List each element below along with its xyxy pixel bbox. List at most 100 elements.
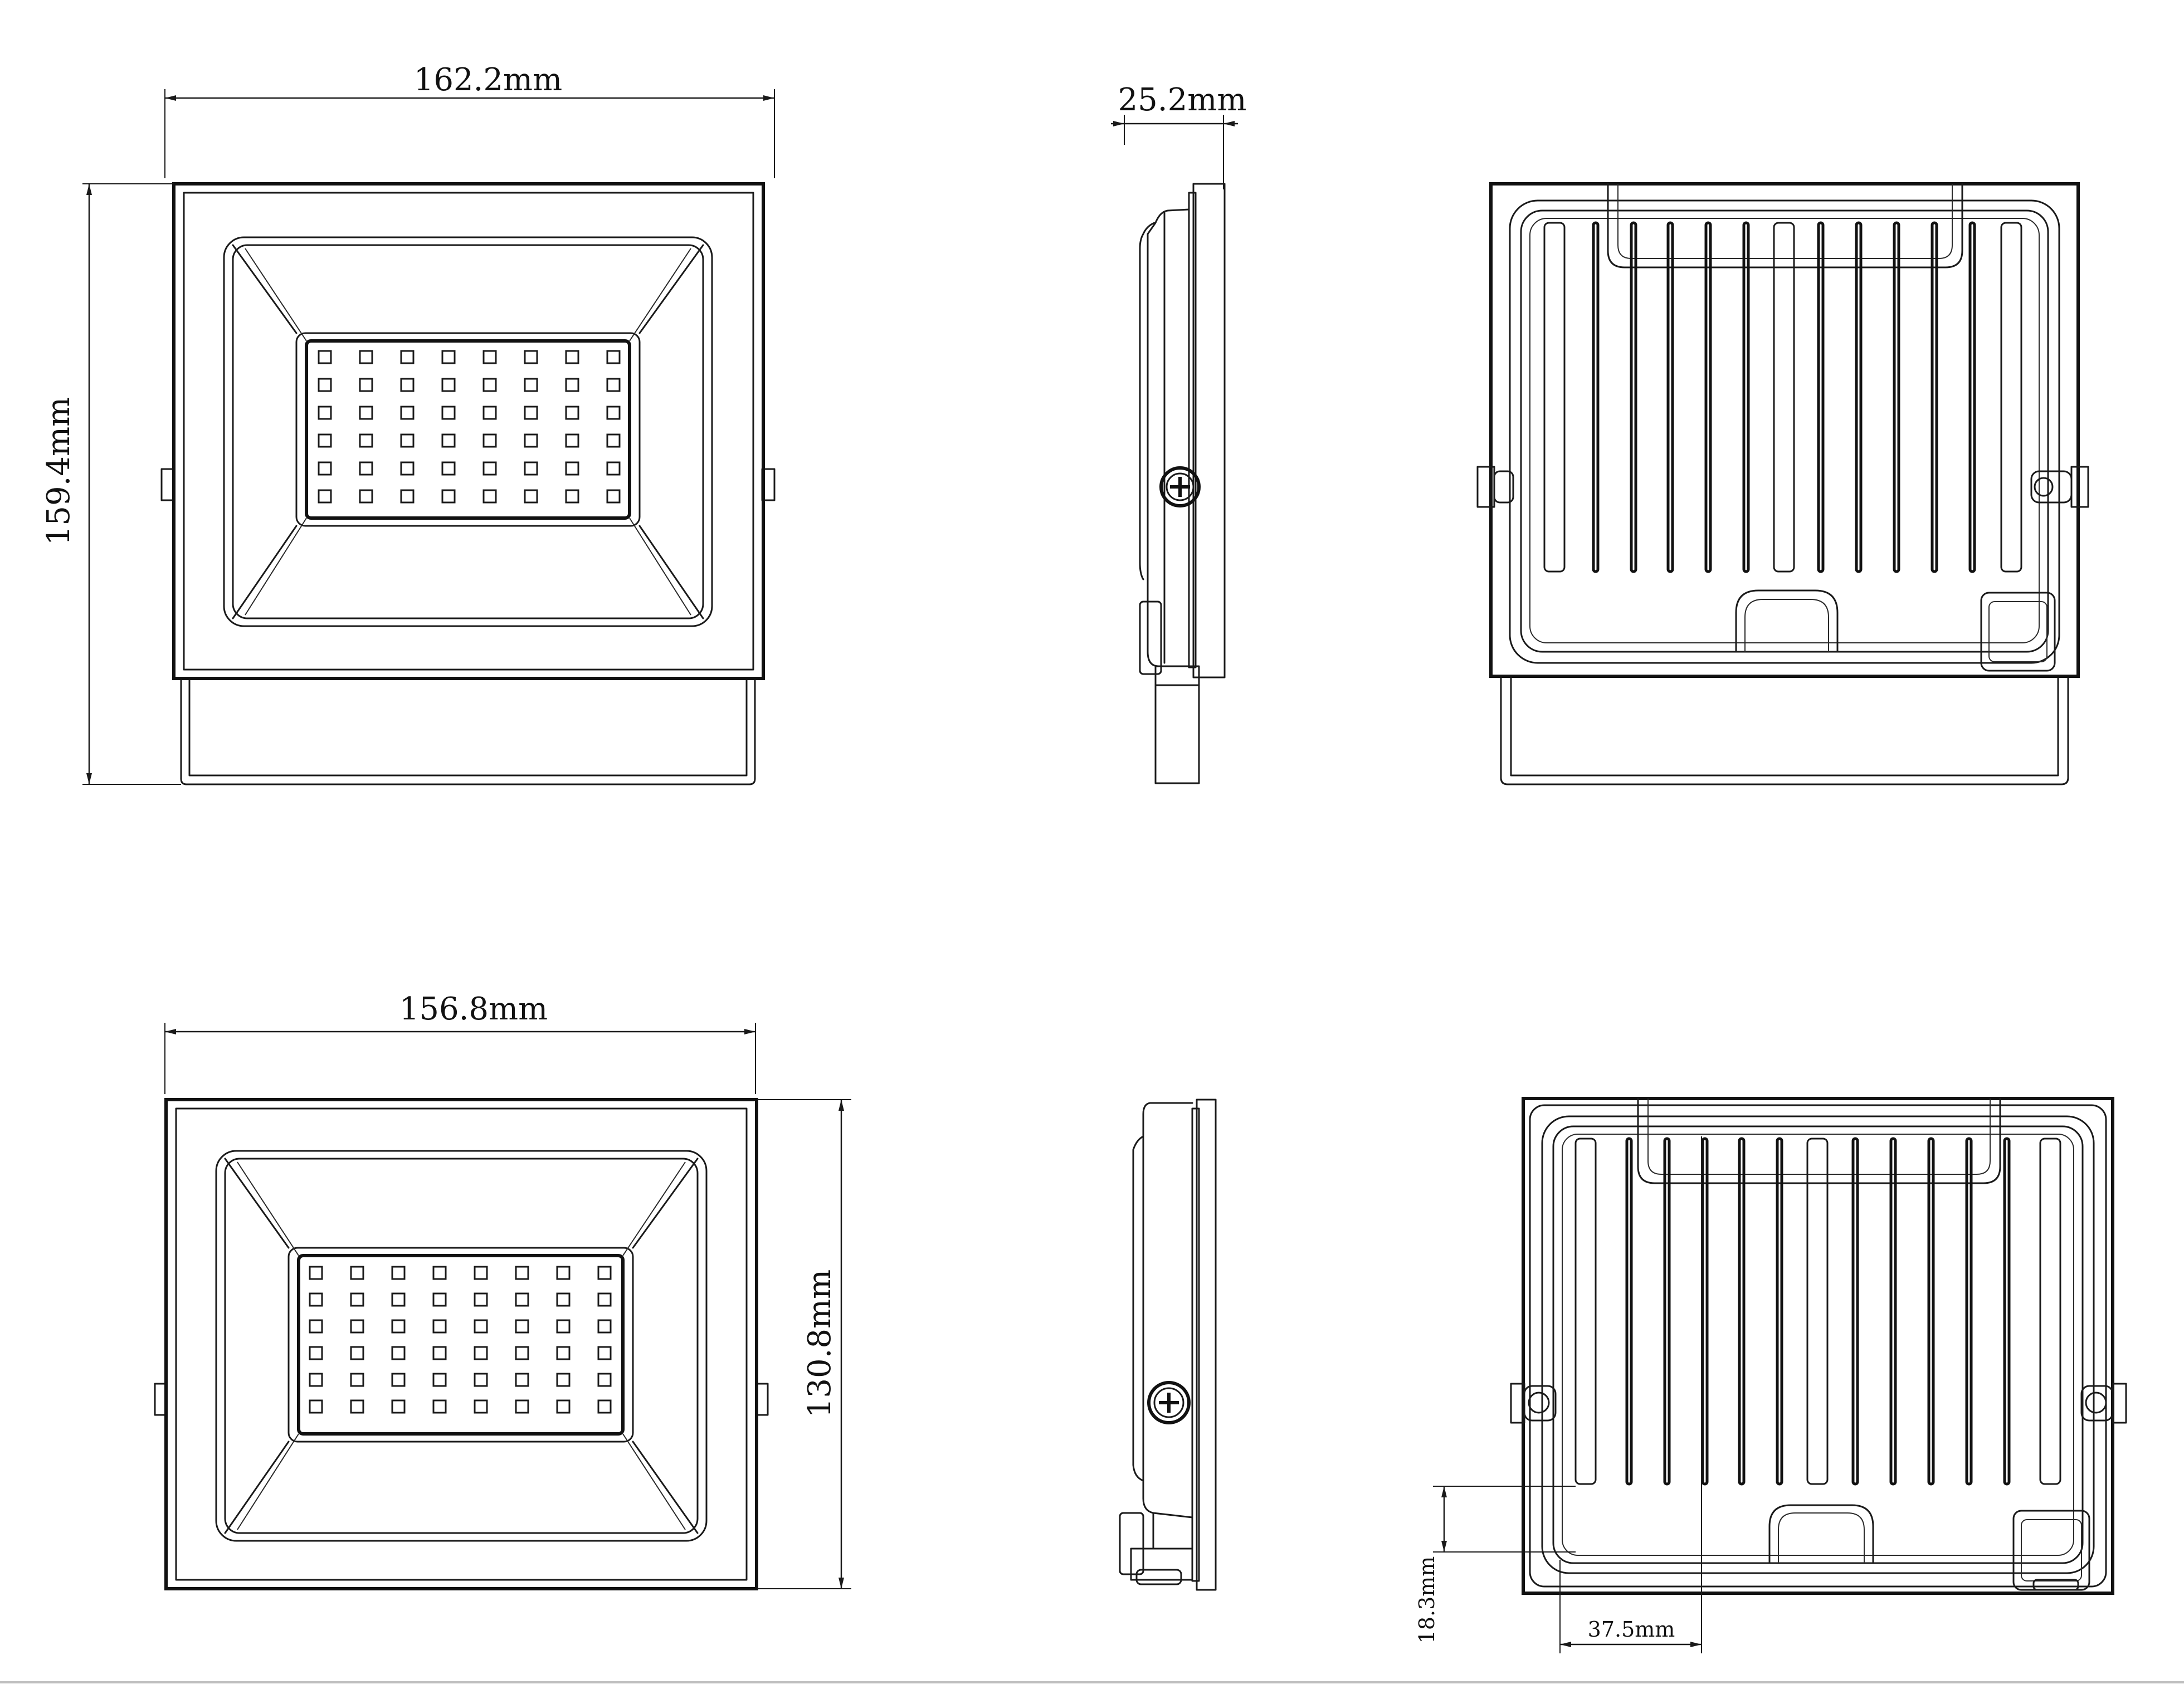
dim-label-bottom-height: 130.8mm [802, 1270, 838, 1418]
heatsink-fin [1592, 221, 1600, 573]
heatsink-fin [1930, 221, 1938, 573]
led-chip [515, 1319, 529, 1334]
led-chip [597, 1319, 612, 1334]
led-chip [309, 1319, 323, 1334]
led-chip [400, 461, 415, 476]
led-chip [565, 461, 579, 476]
dimension-bottom-back-vertical: 18.3mm [1415, 1486, 1576, 1643]
led-chip [432, 1399, 447, 1414]
led-chip [556, 1266, 571, 1280]
led-chip [606, 378, 621, 392]
led-chip [606, 350, 621, 364]
led-chip [441, 433, 456, 448]
led-chip [309, 1399, 323, 1414]
heatsink-channel [2000, 222, 2022, 573]
side-view-top [1139, 183, 1226, 784]
led-chip [350, 1399, 364, 1414]
side-view-bottom [1119, 1099, 1217, 1591]
led-chip [524, 461, 538, 476]
dimension-top-front-width: 162.2mm [164, 62, 775, 178]
led-chip [391, 1292, 406, 1307]
led-chip [400, 433, 415, 448]
led-chip [309, 1373, 323, 1387]
led-chip [432, 1346, 447, 1360]
heatsink-channel [1543, 222, 1566, 573]
led-chip [524, 350, 538, 364]
heatsink-fin [1666, 221, 1674, 573]
led-chip [318, 461, 332, 476]
led-chip [359, 350, 373, 364]
dim-label-bottom-width: 156.8mm [399, 991, 548, 1027]
led-chip [482, 378, 497, 392]
led-array-top [318, 350, 621, 504]
heatsink-fins-top [1543, 221, 2022, 573]
led-chip [350, 1346, 364, 1360]
led-chip [309, 1346, 323, 1360]
led-chip [474, 1266, 488, 1280]
led-chip [524, 489, 538, 504]
led-chip [441, 489, 456, 504]
led-chip [350, 1373, 364, 1387]
led-chip [432, 1266, 447, 1280]
heatsink-fin [1855, 221, 1863, 573]
heatsink-fin [1968, 221, 1976, 573]
led-chip [482, 406, 497, 420]
led-chip [432, 1319, 447, 1334]
led-chip [556, 1399, 571, 1414]
heatsink-fin [1851, 1137, 1859, 1486]
led-chip [482, 461, 497, 476]
led-chip [350, 1266, 364, 1280]
led-chip [524, 433, 538, 448]
led-chip [400, 406, 415, 420]
led-chip [432, 1373, 447, 1387]
heatsink-fin [1817, 221, 1825, 573]
led-chip [318, 378, 332, 392]
led-chip [441, 350, 456, 364]
led-chip [400, 378, 415, 392]
led-chip [391, 1346, 406, 1360]
led-chip [359, 378, 373, 392]
led-chip [565, 350, 579, 364]
led-chip [441, 378, 456, 392]
led-chip [524, 406, 538, 420]
dimension-top-front-height: 159.4mm [41, 183, 181, 785]
led-chip [474, 1399, 488, 1414]
heatsink-fin [1701, 1137, 1709, 1486]
heatsink-fin [1630, 221, 1637, 573]
led-chip [474, 1346, 488, 1360]
heatsink-fin [1663, 1137, 1671, 1486]
led-chip [359, 489, 373, 504]
heatsink-channel [1806, 1138, 1829, 1485]
led-chip [606, 461, 621, 476]
led-chip [482, 350, 497, 364]
led-chip [391, 1266, 406, 1280]
led-chip [391, 1319, 406, 1334]
led-chip [432, 1292, 447, 1307]
led-chip [565, 489, 579, 504]
heatsink-channel [1574, 1138, 1597, 1485]
led-chip [350, 1292, 364, 1307]
heatsink-fin [1776, 1137, 1783, 1486]
led-chip [400, 489, 415, 504]
back-view-top [1476, 182, 2089, 785]
dimension-bottom-front-width: 156.8mm [164, 991, 756, 1094]
led-chip [597, 1346, 612, 1360]
heatsink-fin [1625, 1137, 1633, 1486]
dim-label-top-depth: 25.2mm [1118, 82, 1247, 118]
dim-label-back-vertical: 18.3mm [1415, 1556, 1439, 1644]
back-view-bottom [1510, 1097, 2127, 1595]
led-chip [606, 406, 621, 420]
dimension-bottom-back-horizontal: 37.5mm [1559, 1136, 1702, 1653]
heatsink-fins-bottom [1574, 1137, 2061, 1486]
heatsink-channel [2039, 1138, 2061, 1485]
led-array-bottom [309, 1266, 612, 1414]
led-chip [350, 1319, 364, 1334]
led-chip [309, 1266, 323, 1280]
led-chip [482, 433, 497, 448]
led-chip [474, 1292, 488, 1307]
led-chip [597, 1373, 612, 1387]
led-chip [441, 461, 456, 476]
led-chip [556, 1292, 571, 1307]
dimension-top-side-depth: 25.2mm [1111, 82, 1246, 189]
